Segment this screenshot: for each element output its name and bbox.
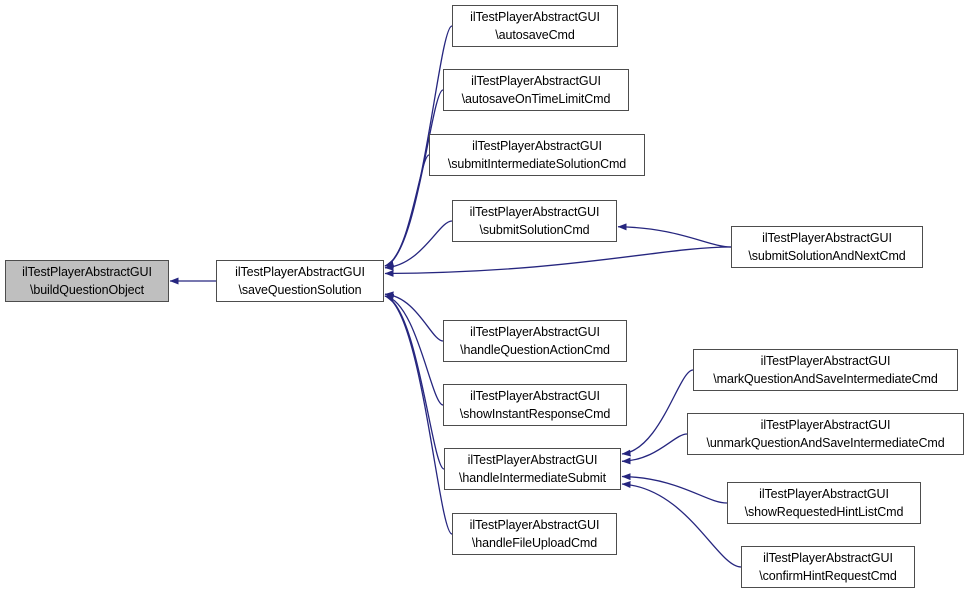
graph-node-showRequestedHintListCmd[interactable]: ilTestPlayerAbstractGUI \showRequestedHin… (727, 482, 921, 524)
edge-confirmHintRequestCmd-to-handleIntermediateSubmit (621, 481, 742, 568)
node-class-label: ilTestPlayerAbstractGUI (760, 417, 891, 432)
graph-node-autosaveCmd[interactable]: ilTestPlayerAbstractGUI \autosaveCmd (452, 5, 618, 47)
graph-node-buildQuestionObject[interactable]: ilTestPlayerAbstractGUI \buildQuestionObj… (5, 260, 169, 302)
node-method-label: \unmarkQuestionAndSaveIntermediateCmd (706, 436, 945, 450)
node-class-label: ilTestPlayerAbstractGUI (763, 550, 893, 565)
graph-node-handleQuestionActionCmd[interactable]: ilTestPlayerAbstractGUI \handleQuestionAc… (443, 320, 627, 362)
node-method-label: \showInstantResponseCmd (459, 407, 611, 421)
node-class-label: ilTestPlayerAbstractGUI (762, 230, 892, 245)
graph-node-handleFileUploadCmd[interactable]: ilTestPlayerAbstractGUI \handleFileUpload… (452, 513, 617, 555)
node-class-label: ilTestPlayerAbstractGUI (471, 73, 601, 88)
graph-node-submitSolutionCmd[interactable]: ilTestPlayerAbstractGUI \submitSolutionCm… (452, 200, 617, 242)
graph-node-showInstantResponseCmd[interactable]: ilTestPlayerAbstractGUI \showInstantRespo… (443, 384, 627, 426)
node-method-label: \handleIntermediateSubmit (459, 471, 606, 485)
node-class-label: ilTestPlayerAbstractGUI (469, 517, 600, 532)
node-class-label: ilTestPlayerAbstractGUI (469, 204, 600, 219)
edge-autosaveOnTimeLimitCmd-to-saveQuestionSolution (384, 89, 444, 268)
node-method-label: \markQuestionAndSaveIntermediateCmd (713, 372, 938, 386)
node-class-label: ilTestPlayerAbstractGUI (759, 486, 889, 501)
node-class-label: ilTestPlayerAbstractGUI (470, 388, 600, 403)
edge-markQuestionAndSaveIntermediateCmd-to-handleIntermediateSubmit (621, 369, 694, 457)
node-method-label: \showRequestedHintListCmd (744, 505, 904, 519)
node-class-label: ilTestPlayerAbstractGUI (472, 138, 602, 153)
edge-showRequestedHintListCmd-to-handleIntermediateSubmit (621, 473, 728, 504)
node-method-label: \submitIntermediateSolutionCmd (447, 157, 627, 171)
node-class-label: ilTestPlayerAbstractGUI (470, 9, 600, 24)
graph-node-submitIntermediateSolutionCmd[interactable]: ilTestPlayerAbstractGUI \submitIntermedia… (429, 134, 645, 176)
node-method-label: \submitSolutionAndNextCmd (748, 249, 906, 263)
node-class-label: ilTestPlayerAbstractGUI (467, 452, 598, 467)
graph-node-saveQuestionSolution[interactable]: ilTestPlayerAbstractGUI \saveQuestionSolu… (216, 260, 384, 302)
node-method-label: \handleFileUploadCmd (471, 536, 598, 550)
node-method-label: \handleQuestionActionCmd (460, 343, 610, 357)
edge-submitSolutionCmd-to-saveQuestionSolution (384, 220, 453, 271)
graph-node-markQuestionAndSaveIntermediateCmd[interactable]: ilTestPlayerAbstractGUI \markQuestionAndS… (693, 349, 958, 391)
graph-node-autosaveOnTimeLimitCmd[interactable]: ilTestPlayerAbstractGUI \autosaveOnTimeLi… (443, 69, 629, 111)
edge-submitIntermediateSolutionCmd-to-saveQuestionSolution (384, 154, 430, 268)
graph-node-unmarkQuestionAndSaveIntermediateCmd[interactable]: ilTestPlayerAbstractGUI \unmarkQuestionAn… (687, 413, 964, 455)
edge-handleQuestionActionCmd-to-saveQuestionSolution (384, 291, 444, 342)
node-class-label: ilTestPlayerAbstractGUI (235, 264, 365, 279)
node-method-label: \autosaveOnTimeLimitCmd (461, 92, 611, 106)
edge-handleFileUploadCmd-to-saveQuestionSolution (384, 295, 453, 535)
edge-submitSolutionAndNextCmd-to-saveQuestionSolution (384, 246, 732, 277)
edge-showInstantResponseCmd-to-saveQuestionSolution (384, 294, 444, 406)
graph-node-handleIntermediateSubmit[interactable]: ilTestPlayerAbstractGUI \handleIntermedia… (444, 448, 621, 490)
node-method-label: \autosaveCmd (495, 28, 575, 42)
edge-unmarkQuestionAndSaveIntermediateCmd-to-handleIntermediateSubmit (621, 433, 688, 465)
node-method-label: \confirmHintRequestCmd (759, 569, 897, 583)
edge-submitSolutionAndNextCmd-to-submitSolutionCmd (617, 223, 732, 248)
node-method-label: \buildQuestionObject (29, 283, 145, 297)
edge-handleIntermediateSubmit-to-saveQuestionSolution (384, 294, 445, 470)
graph-node-submitSolutionAndNextCmd[interactable]: ilTestPlayerAbstractGUI \submitSolutionAn… (731, 226, 923, 268)
node-class-label: ilTestPlayerAbstractGUI (760, 353, 891, 368)
node-method-label: \saveQuestionSolution (238, 283, 362, 297)
graph-node-confirmHintRequestCmd[interactable]: ilTestPlayerAbstractGUI \confirmHintReque… (741, 546, 915, 588)
node-method-label: \submitSolutionCmd (479, 223, 590, 237)
node-class-label: ilTestPlayerAbstractGUI (22, 264, 152, 279)
node-class-label: ilTestPlayerAbstractGUI (470, 324, 600, 339)
